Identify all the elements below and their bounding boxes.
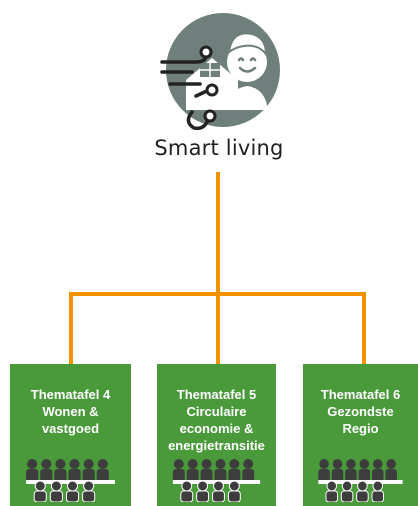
connector-lines [69, 172, 366, 365]
theme-table-5-line-3: energietransitie [168, 438, 265, 453]
theme-table-6-line-1: Gezondste [327, 404, 394, 419]
people-group-icon [172, 459, 261, 502]
people-group-icon [26, 459, 115, 502]
theme-table-6-line-2: Regio [342, 421, 379, 436]
root-label: Smart living [154, 136, 284, 160]
theme-table-4: Thematafel 4 Wonen & vastgoed [10, 364, 131, 506]
people-group-icon [318, 459, 403, 502]
smart-home-icon [160, 13, 280, 131]
theme-table-5-title: Thematafel 5 [176, 387, 257, 402]
theme-table-6: Thematafel 6 Gezondste Regio [303, 364, 418, 506]
theme-table-4-title: Thematafel 4 [30, 387, 111, 402]
theme-table-4-line-2: vastgoed [41, 421, 100, 436]
theme-table-5: Thematafel 5 Circulaire economie & energ… [157, 364, 276, 506]
theme-table-5-line-1: Circulaire [186, 404, 247, 419]
theme-table-5-line-2: economie & [179, 421, 254, 436]
theme-table-4-line-1: Wonen & [42, 404, 99, 419]
theme-table-6-title: Thematafel 6 [320, 387, 401, 402]
